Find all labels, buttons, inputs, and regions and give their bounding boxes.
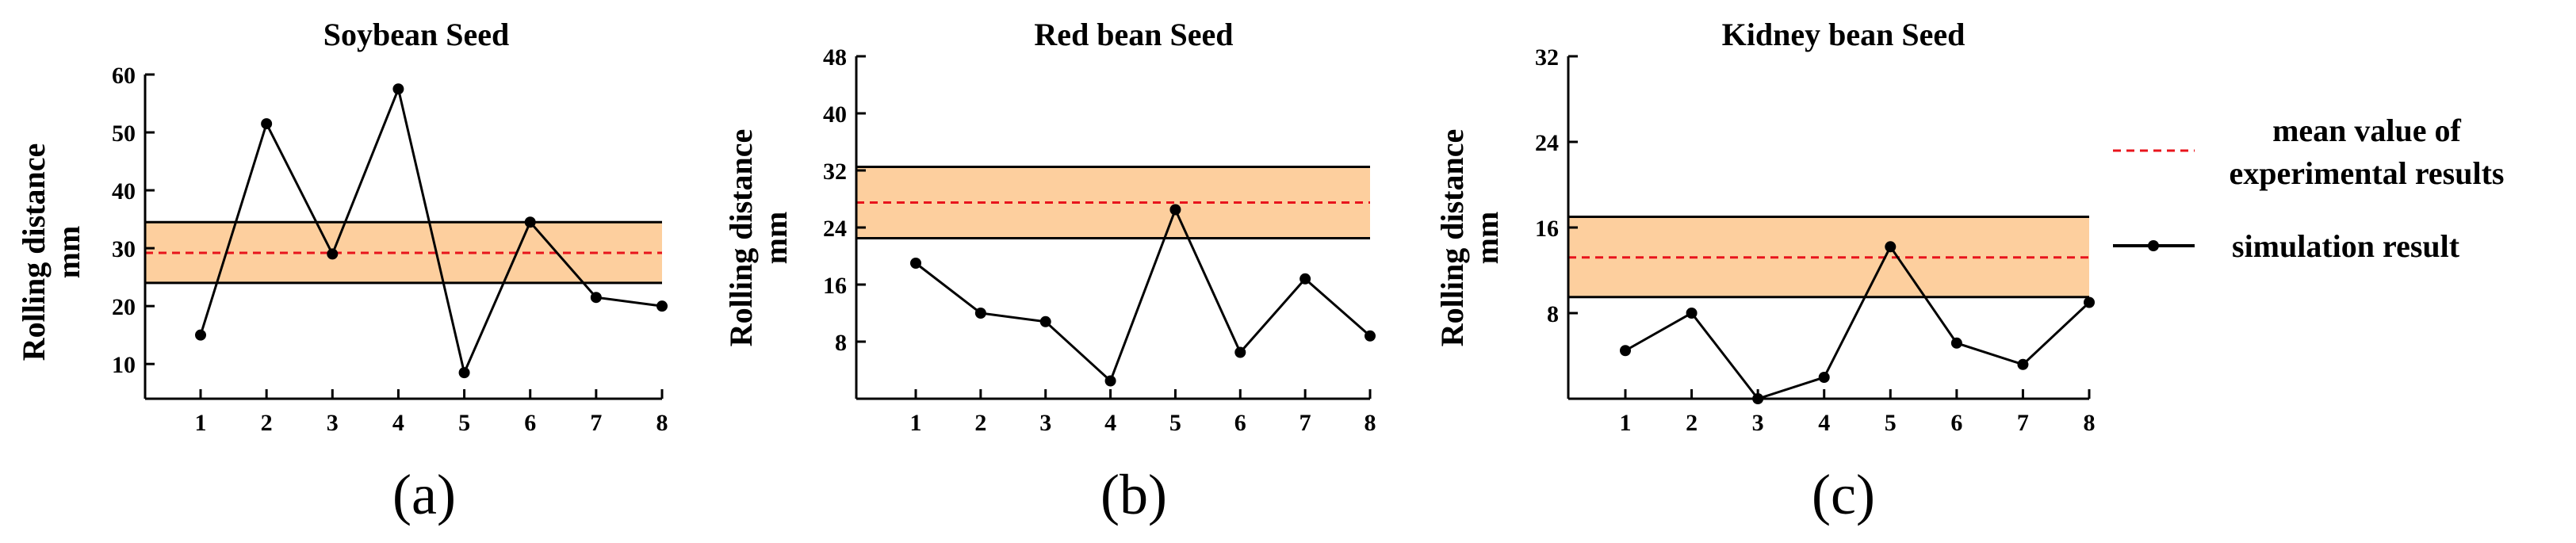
x-tick-label: 3 — [327, 410, 339, 436]
data-point — [1686, 308, 1698, 319]
y-tick-label: 20 — [112, 294, 136, 320]
y-tick-label: 50 — [112, 120, 136, 147]
chart-title: Red bean Seed — [1034, 17, 1233, 52]
y-axis-label-line1: Rolling distance — [16, 143, 52, 361]
y-axis-label-line2: mm — [1469, 212, 1505, 265]
x-tick-label: 2 — [974, 410, 986, 436]
data-point — [1885, 241, 1897, 253]
x-tick-label: 5 — [1169, 410, 1181, 436]
x-tick-label: 8 — [1365, 410, 1376, 436]
y-axis-label: Rolling distance mm — [723, 129, 794, 346]
data-point — [458, 367, 470, 379]
x-tick-label: 2 — [1686, 410, 1698, 436]
y-tick-label: 16 — [1535, 216, 1559, 242]
x-tick-label: 3 — [1752, 410, 1764, 436]
x-tick-label: 6 — [1950, 410, 1962, 436]
series-line — [199, 85, 663, 377]
chart-panel-soybean: Soybean Seed Rolling distance mm (a) 10 2… — [16, 17, 668, 526]
x-tick-label: 6 — [1234, 410, 1246, 436]
data-point — [327, 248, 339, 260]
data-point — [1169, 204, 1181, 216]
legend-sim-swatch-marker — [2148, 240, 2159, 251]
y-tick-label: 60 — [112, 63, 136, 89]
chart-title: Soybean Seed — [323, 17, 510, 52]
x-tick-label: 2 — [261, 410, 273, 436]
data-point — [974, 308, 986, 319]
y-tick-label: 10 — [112, 352, 136, 378]
data-point — [261, 118, 273, 130]
x-tick-label: 5 — [458, 410, 470, 436]
panel-label: (a) — [392, 463, 456, 526]
x-tick-label: 8 — [656, 410, 668, 436]
y-tick-label: 16 — [823, 273, 847, 299]
data-point — [1752, 393, 1764, 404]
x-tick-label: 4 — [392, 410, 404, 436]
data-point — [195, 329, 206, 341]
y-tick-label: 8 — [1547, 301, 1559, 327]
series-line — [1625, 244, 2091, 400]
y-tick-label: 40 — [823, 101, 847, 128]
x-tick-label: 3 — [1039, 410, 1051, 436]
y-tick-label: 32 — [823, 159, 847, 185]
data-point — [656, 300, 668, 312]
data-point — [2017, 358, 2029, 370]
data-point — [1039, 315, 1051, 327]
data-point — [2084, 296, 2095, 308]
data-point — [590, 292, 602, 304]
x-tick-label: 7 — [2017, 410, 2029, 436]
chart-panel-red-bean: Red bean Seed Rolling distance mm (b) 8 1… — [723, 17, 1376, 526]
y-axis-label-line2: mm — [51, 226, 86, 279]
x-tick-label: 4 — [1104, 410, 1116, 436]
y-tick-label: 24 — [823, 216, 847, 242]
y-tick-label: 40 — [112, 178, 136, 205]
y-axis-label-line2: mm — [758, 212, 794, 265]
legend-mean-label-line2: experimental results — [2230, 155, 2505, 191]
y-tick-label: 32 — [1535, 44, 1559, 71]
legend-sim-label: simulation result — [2232, 228, 2460, 264]
x-tick-label: 1 — [1620, 410, 1632, 436]
x-tick-label: 7 — [590, 410, 602, 436]
x-tick-label: 1 — [910, 410, 922, 436]
x-tick-label: 5 — [1885, 410, 1897, 436]
data-point — [1104, 375, 1116, 387]
x-tick-label: 7 — [1299, 410, 1311, 436]
y-tick-label: 24 — [1535, 130, 1559, 156]
data-point — [524, 216, 536, 228]
x-tick-label: 8 — [2084, 410, 2096, 436]
y-tick-label: 30 — [112, 236, 136, 262]
x-tick-label: 1 — [195, 410, 207, 436]
y-axis-label: Rolling distance mm — [16, 143, 86, 361]
data-point — [1365, 330, 1376, 342]
panel-label: (c) — [1812, 463, 1875, 526]
data-point — [1234, 346, 1246, 358]
x-tick-label: 4 — [1818, 410, 1830, 436]
data-point — [1818, 372, 1830, 383]
data-point — [910, 258, 921, 269]
y-axis-label: Rolling distance mm — [1434, 129, 1505, 346]
y-axis-label-line1: Rolling distance — [723, 129, 759, 346]
data-point — [1299, 273, 1311, 285]
legend-mean-label-line1: mean value of — [2272, 113, 2461, 148]
data-point — [1950, 337, 1962, 349]
x-tick-label: 6 — [524, 410, 536, 436]
data-point — [1620, 345, 1631, 357]
data-point — [392, 83, 404, 95]
y-tick-label: 48 — [823, 44, 847, 71]
y-tick-label: 8 — [835, 330, 847, 356]
panel-label: (b) — [1100, 463, 1167, 526]
chart-title: Kidney bean Seed — [1722, 17, 1965, 52]
y-axis-label-line1: Rolling distance — [1434, 129, 1470, 346]
legend: mean value of experimental results simul… — [2113, 113, 2504, 264]
series-line — [915, 206, 1371, 384]
chart-panel-kidney-bean: Kidney bean Seed Rolling distance mm (c)… — [1434, 17, 2096, 526]
